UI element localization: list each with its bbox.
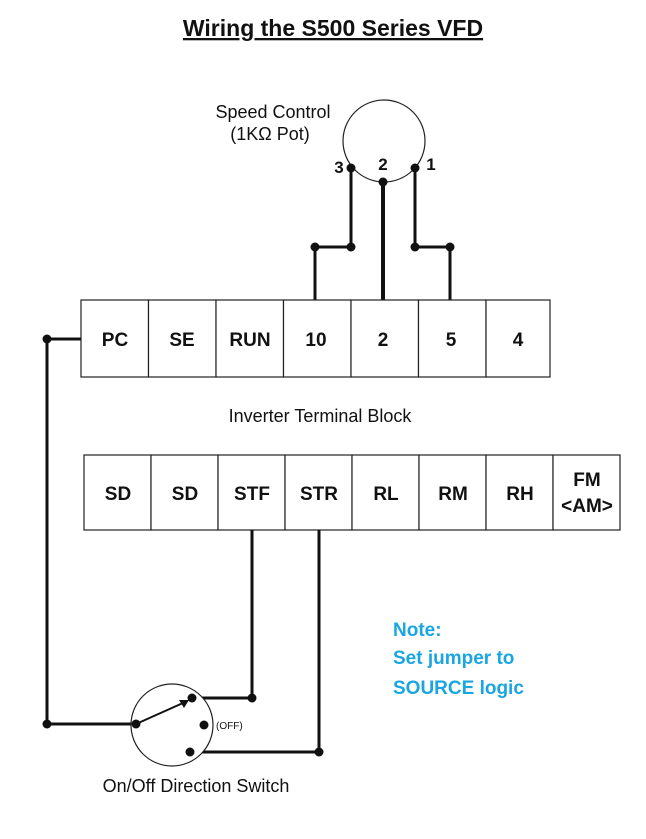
terminal-10 <box>282 299 352 378</box>
terminal-label: SE <box>169 330 194 351</box>
page-title: Wiring the S500 Series VFD <box>183 15 483 41</box>
terminal-label: SD <box>172 484 198 505</box>
terminal-label: PC <box>102 330 129 351</box>
terminal-run <box>215 299 285 378</box>
terminal-fm <box>552 454 621 531</box>
on-off-direction-switch: (OFF) On/Off Direction Switch <box>103 683 290 796</box>
junction-dot <box>410 163 420 173</box>
switch-wires <box>42 334 324 757</box>
junction-dot <box>42 334 52 344</box>
terminal-label: 10 <box>305 330 326 351</box>
pot-pin2-label: 2 <box>378 155 387 174</box>
terminal-block-caption: Inverter Terminal Block <box>229 406 413 426</box>
switch-terminal <box>187 693 197 703</box>
pot-pin3-label: 3 <box>334 158 343 177</box>
terminal-label: RH <box>506 484 533 505</box>
note-line: SOURCE logic <box>393 678 524 699</box>
terminal-label-am: <AM> <box>561 496 613 517</box>
pot-pin1-label: 1 <box>426 155 435 174</box>
terminal-block-top: PC SE RUN 10 2 5 4 Inverter Terminal Blo… <box>80 299 551 426</box>
terminal-label: SD <box>105 484 131 505</box>
junction-dot <box>310 242 320 252</box>
terminal-rl <box>351 454 420 531</box>
junction-dot <box>346 242 356 252</box>
wire-pot3-to-10 <box>313 168 353 300</box>
switch-lever <box>135 702 184 725</box>
note-line: Set jumper to <box>393 648 514 669</box>
terminal-label: 2 <box>378 330 389 351</box>
junction-dot <box>314 747 324 757</box>
terminal-2 <box>350 299 420 378</box>
junction-dot <box>445 242 455 252</box>
pot-label-line1: Speed Control <box>215 102 330 122</box>
terminal-pc <box>80 299 150 378</box>
switch-body <box>130 683 214 767</box>
note-heading: Note: <box>393 620 442 641</box>
terminal-sd <box>150 454 219 531</box>
pot-wires <box>310 163 455 300</box>
arrow-icon <box>179 700 189 708</box>
terminal-label: 4 <box>513 330 524 351</box>
junction-dot <box>247 693 257 703</box>
junction-dot <box>410 242 420 252</box>
terminal-label: STR <box>300 484 338 505</box>
speed-control-pot: Speed Control (1KΩ Pot) 3 2 1 <box>215 99 436 183</box>
junction-dot <box>42 719 52 729</box>
wire-pot1-to-5 <box>413 168 452 300</box>
terminal-label: RUN <box>229 330 270 351</box>
terminal-4 <box>485 299 551 378</box>
terminal-block-bottom: SD SD STF STR RL RM RH FM <AM> <box>83 454 621 531</box>
junction-dot <box>378 177 388 187</box>
switch-terminal <box>199 720 209 730</box>
terminal-label: STF <box>234 484 270 505</box>
switch-off-label: (OFF) <box>216 721 243 732</box>
terminal-rh <box>485 454 554 531</box>
terminal-rm <box>418 454 487 531</box>
switch-terminal <box>185 747 195 757</box>
terminal-label: RL <box>373 484 399 505</box>
terminal-label: RM <box>438 484 468 505</box>
switch-caption: On/Off Direction Switch <box>103 776 290 796</box>
wire-pc-to-switch <box>45 337 134 726</box>
terminal-str <box>284 454 353 531</box>
wire-stf-to-switch <box>192 530 254 700</box>
terminal-label: 5 <box>446 330 457 351</box>
pot-label-line2: (1KΩ Pot) <box>230 124 309 144</box>
terminal-stf <box>217 454 286 531</box>
terminal-5 <box>417 299 487 378</box>
junction-dot <box>346 163 356 173</box>
terminal-se <box>147 299 217 378</box>
terminal-label-fm: FM <box>573 470 600 491</box>
note: Note: Set jumper to SOURCE logic <box>393 620 524 699</box>
